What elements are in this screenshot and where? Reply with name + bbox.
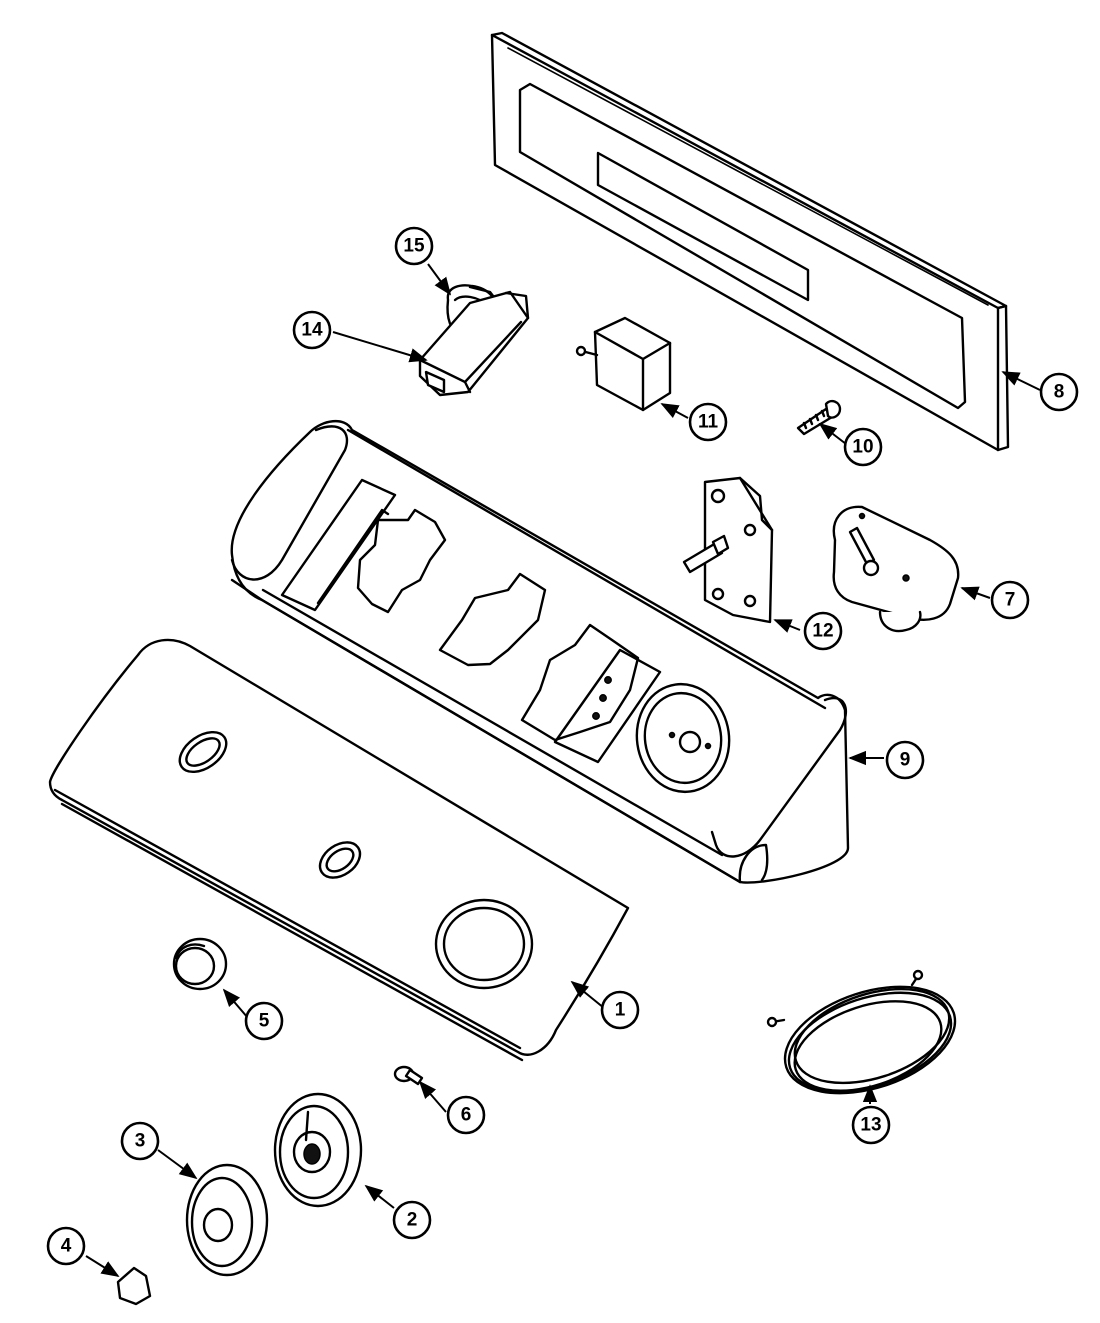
knob-part-2 [273,1092,363,1208]
callout-8: 8 [1039,372,1079,412]
callout-5: 5 [244,1001,284,1041]
knob-skirt-part-3 [185,1163,269,1277]
svg-text:2: 2 [407,1210,418,1231]
lamp-holder-part-14 [418,290,530,397]
svg-text:11: 11 [698,412,719,433]
svg-text:14: 14 [301,320,323,341]
svg-text:12: 12 [812,621,833,642]
callout-7: 7 [990,580,1030,620]
timer-part-7 [832,505,960,633]
svg-text:13: 13 [860,1115,881,1136]
svg-text:10: 10 [852,437,873,458]
push-button-part-5 [172,937,228,991]
svg-text:15: 15 [403,236,425,257]
svg-text:6: 6 [461,1105,472,1126]
svg-text:8: 8 [1054,382,1065,403]
svg-text:5: 5 [259,1011,270,1032]
callout-13: 13 [851,1105,891,1145]
screw-part-10 [796,399,842,436]
callout-1: 1 [600,990,640,1030]
callout-11: 11 [688,402,728,442]
svg-text:7: 7 [1005,590,1016,611]
callout-9: 9 [885,740,925,780]
wire-harness-part-13 [766,969,957,1095]
svg-text:3: 3 [135,1131,146,1152]
callout-3: 3 [120,1121,160,1161]
svg-text:1: 1 [615,1000,626,1021]
relay-block-part-11 [575,316,672,412]
callout-12: 12 [803,611,843,651]
callout-6: 6 [446,1095,486,1135]
small-screw-part-6 [393,1065,424,1086]
console-housing-part-9 [230,420,850,884]
callout-14: 14 [292,310,332,350]
callout-4: 4 [46,1226,86,1266]
svg-text:9: 9 [900,750,911,771]
svg-text:4: 4 [61,1236,72,1257]
callout-10: 10 [843,427,883,467]
cap-part-4 [116,1266,152,1306]
leader-lines [85,263,1041,1277]
callout-15: 15 [394,226,434,266]
bracket-part-12 [682,476,774,624]
back-panel-part-8 [490,31,1010,452]
callout-2: 2 [392,1200,432,1240]
console-panel-part-1 [48,638,630,1062]
